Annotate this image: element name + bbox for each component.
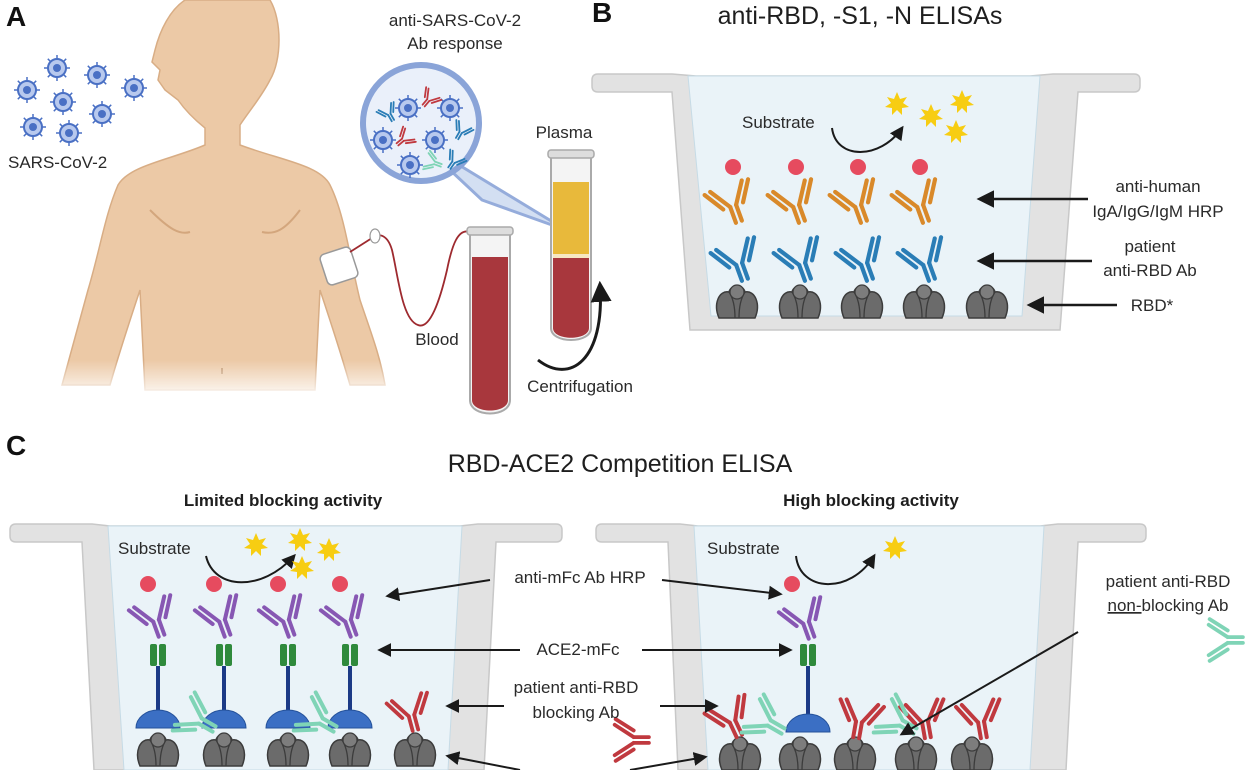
sars-cov-2-label: SARS-CoV-2 xyxy=(8,153,107,172)
virus-icon xyxy=(13,76,41,104)
rbd-right-arrow-icon xyxy=(629,752,708,770)
ace2-mfc-icon xyxy=(800,644,807,666)
centrifugation-arrow-icon xyxy=(537,280,612,371)
patient-ab-label-line1: patient xyxy=(1124,237,1175,256)
ab-response-label-line1: anti-SARS-CoV-2 xyxy=(389,11,521,30)
ace2-mfc-icon xyxy=(150,644,157,666)
virus-icon xyxy=(43,54,71,82)
blood-tube-icon xyxy=(466,226,514,415)
substrate-label-c-left: Substrate xyxy=(118,539,191,558)
panel-c: C RBD-ACE2 Competition ELISA Limited blo… xyxy=(6,430,1245,770)
free-nonblocking-ab-icon xyxy=(1206,617,1245,663)
virus-cluster xyxy=(13,54,148,147)
virus-icon xyxy=(19,113,47,141)
nonblocking-label-rest: blocking Ab xyxy=(1142,596,1229,615)
virus-icon xyxy=(49,88,77,116)
right-well-complexes xyxy=(702,576,1008,770)
human-figure-illustration xyxy=(50,0,400,400)
hrp-enzyme-icon xyxy=(725,159,741,175)
plasma-tube-icon xyxy=(547,149,595,341)
rbd-label: RBD* xyxy=(1131,296,1174,315)
blood-draw-tube-line xyxy=(349,230,473,327)
hrp-enzyme-icon xyxy=(270,576,286,592)
substrate-arrow-icon xyxy=(205,553,296,584)
virus-icon xyxy=(55,119,83,147)
substrate-label-c-right: Substrate xyxy=(707,539,780,558)
ace2-head-icon xyxy=(785,713,831,733)
panel-c-letter: C xyxy=(6,430,26,461)
blocking-ab-label-line2: blocking Ab xyxy=(533,703,620,722)
hrp-left-arrow-icon xyxy=(385,579,491,602)
hrp-enzyme-icon xyxy=(850,159,866,175)
nonblocking-ab-label-line2: non-blocking Ab xyxy=(1108,596,1229,615)
ab-response-label-line2: Ab response xyxy=(407,34,502,53)
secondary-ab-label-line1: anti-human xyxy=(1115,177,1200,196)
ace2-mfc-icon xyxy=(216,644,223,666)
left-well-subtitle: Limited blocking activity xyxy=(184,491,383,510)
blood-label: Blood xyxy=(415,330,458,349)
panel-c-title: RBD-ACE2 Competition ELISA xyxy=(448,450,793,478)
left-well-complexes xyxy=(126,576,438,767)
anti-mfc-hrp-label: anti-mFc Ab HRP xyxy=(514,568,645,587)
hrp-enzyme-icon xyxy=(140,576,156,592)
substrate-arrow-icon xyxy=(795,553,876,586)
ace2-mfc-label: ACE2-mFc xyxy=(536,640,620,659)
rbd-left-arrow-icon xyxy=(445,751,521,770)
magnified-plasma-inset xyxy=(360,62,572,237)
secondary-ab-label-line2: IgA/IgG/IgM HRP xyxy=(1092,202,1223,221)
substrate-label-b: Substrate xyxy=(742,113,815,132)
free-blocking-ab-icon xyxy=(612,717,651,763)
ace2-complex xyxy=(785,644,831,733)
ace2-mfc-icon xyxy=(342,644,349,666)
right-well-subtitle: High blocking activity xyxy=(783,491,959,510)
panel-b-letter: B xyxy=(592,0,612,28)
hrp-right-arrow-icon xyxy=(661,579,783,600)
hrp-enzyme-icon xyxy=(788,159,804,175)
hrp-enzyme-icon xyxy=(784,576,800,592)
bandage-icon xyxy=(319,246,359,286)
hrp-enzyme-icon xyxy=(912,159,928,175)
hrp-enzyme-icon xyxy=(332,576,348,592)
nonblocking-arrow-icon xyxy=(899,631,1079,736)
panel-a: A SARS-CoV-2 xyxy=(6,0,633,415)
panel-b: B anti-RBD, -S1, -N ELISAs Substrate ant… xyxy=(591,0,1224,331)
substrate-arrow-icon xyxy=(831,125,904,153)
blocking-ab-label-line1: patient anti-RBD xyxy=(514,678,639,697)
nonblocking-underlined-prefix: non- xyxy=(1108,596,1142,615)
panel-b-title: anti-RBD, -S1, -N ELISAs xyxy=(718,2,1003,30)
virus-icon xyxy=(88,100,116,128)
centrifugation-label: Centrifugation xyxy=(527,377,633,396)
panel-a-letter: A xyxy=(6,1,26,32)
ace2-mfc-icon xyxy=(280,644,287,666)
virus-icon xyxy=(83,61,111,89)
plasma-label: Plasma xyxy=(536,123,593,142)
rbd-antibody-stacks xyxy=(704,159,1009,319)
virus-icon xyxy=(120,74,148,102)
hrp-enzyme-icon xyxy=(206,576,222,592)
patient-ab-label-line2: anti-RBD Ab xyxy=(1103,261,1197,280)
nonblocking-ab-label-line1: patient anti-RBD xyxy=(1106,572,1231,591)
